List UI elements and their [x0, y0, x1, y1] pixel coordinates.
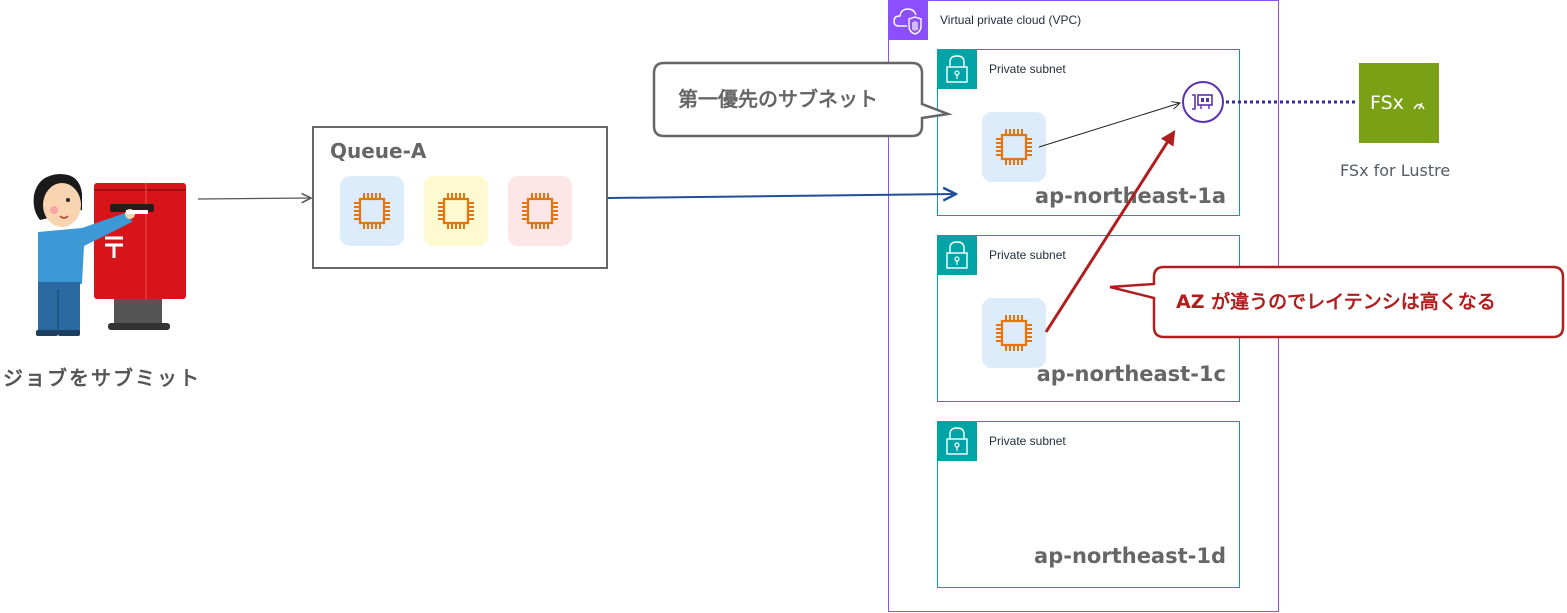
subnet-label: Private subnet — [989, 434, 1066, 448]
queue-instance-tile[interactable] — [508, 176, 572, 246]
fsx-lustre-icon[interactable]: FSx — [1359, 63, 1439, 143]
lock-icon — [943, 240, 971, 270]
trousers — [38, 282, 80, 334]
ec2-instance-icon — [434, 189, 478, 233]
shirt — [38, 212, 132, 284]
postbox-body — [94, 183, 186, 299]
lock-icon — [943, 54, 971, 84]
fsx-label: FSx for Lustre — [1340, 161, 1451, 180]
ec2-instance-icon — [518, 189, 562, 233]
vpc-cloud-icon — [893, 8, 922, 35]
subnet-ap-northeast-1d[interactable] — [937, 421, 1240, 588]
vpc-icon-badge — [888, 0, 928, 40]
lock-icon — [943, 426, 971, 456]
queue-instance-tile[interactable] — [424, 176, 488, 246]
subnet-instance-tile[interactable] — [982, 298, 1046, 368]
subnet-instance-tile[interactable] — [982, 112, 1046, 182]
queue-instance-tile[interactable] — [340, 176, 404, 246]
person-posting-letter-illustration — [33, 174, 186, 336]
ec2-instance-icon — [992, 311, 1036, 355]
subnet-lock-badge — [937, 421, 977, 461]
fsx-logo-icon: FSx — [1370, 92, 1425, 114]
postal-mark-icon — [105, 236, 123, 258]
az-label: ap-northeast-1d — [1034, 544, 1226, 568]
az-label: ap-northeast-1c — [1036, 362, 1226, 386]
face — [43, 183, 81, 227]
subnet-label: Private subnet — [989, 62, 1066, 76]
submit-job-label: ジョブをサブミット — [3, 366, 201, 390]
ec2-instance-icon — [350, 189, 394, 233]
svg-text:FSx: FSx — [1370, 92, 1404, 114]
vpc-label: Virtual private cloud (VPC) — [940, 13, 1082, 27]
queue-title: Queue-A — [330, 139, 427, 163]
az-label: ap-northeast-1a — [1034, 184, 1226, 208]
subnet-lock-badge — [937, 235, 977, 275]
ec2-instance-icon — [992, 125, 1036, 169]
subnet-lock-badge — [937, 49, 977, 89]
priority-callout-text: 第一優先のサブネット — [678, 87, 878, 111]
subnet-label: Private subnet — [989, 248, 1066, 262]
submit-to-queue-arrow — [197, 198, 311, 199]
